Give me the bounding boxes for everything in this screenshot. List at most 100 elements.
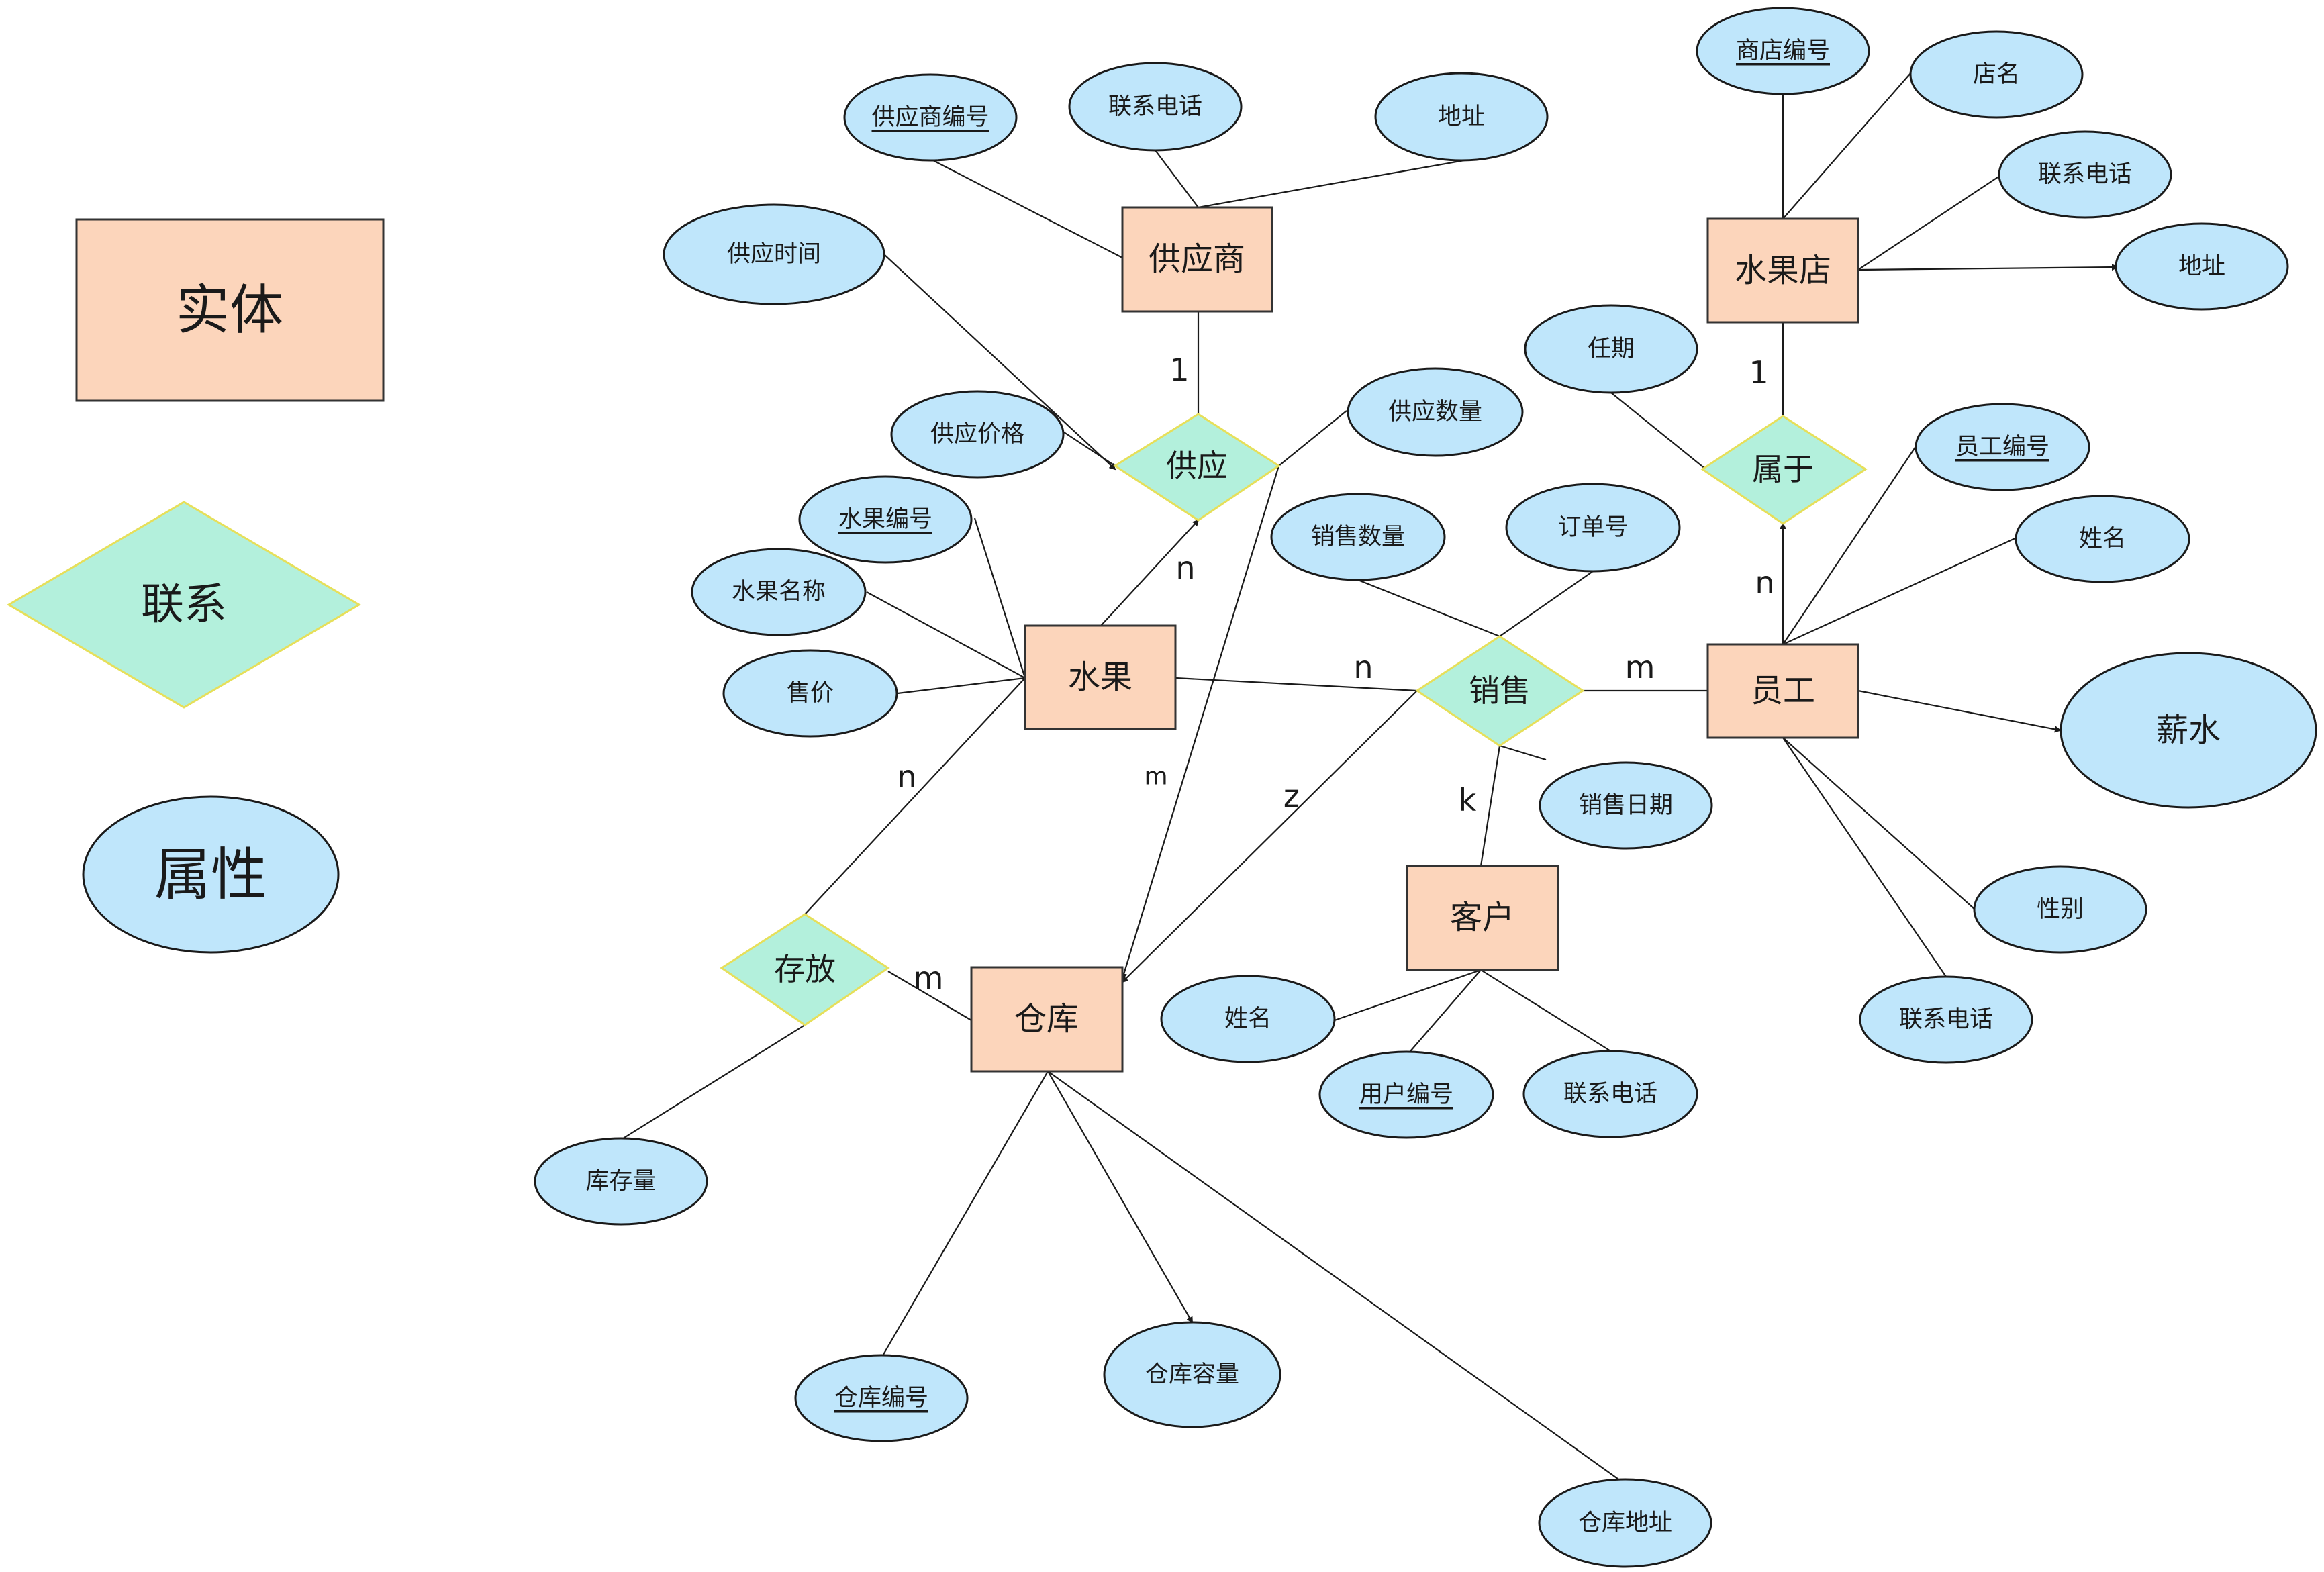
edge-price (897, 677, 1026, 695)
relationships: 供应 属于 销售 存放 (720, 413, 1868, 1026)
legend: 实体 联系 属性 (7, 218, 385, 954)
attr-warehouse-address (1538, 1478, 1712, 1568)
edge-store-warehouse (887, 971, 972, 1021)
edge-shop-address (1857, 264, 2119, 271)
attr-warehouse-id-label: 仓库编号 (834, 1385, 928, 1412)
rel-supply (1113, 413, 1281, 522)
attr-employee-id-label: 员工编号 (1955, 434, 2049, 460)
edge-shop-name (1782, 72, 1912, 219)
card-employee-sell: m (1625, 649, 1655, 685)
attr-supplier-id (843, 73, 1018, 162)
entity-fruit-shop (1706, 217, 1859, 324)
attr-order-id (1505, 483, 1681, 573)
legend-attribute-label: 属性 (154, 842, 267, 907)
edge-term (1610, 392, 1706, 470)
edge-fruit-id (973, 518, 1026, 679)
attr-supplier-phone (1068, 62, 1243, 152)
edge-supply-price (1061, 430, 1116, 466)
attr-employee-phone (1859, 975, 2033, 1064)
attr-salary (2060, 652, 2317, 809)
attr-supply-time (663, 203, 885, 305)
legend-relationship-label: 联系 (141, 580, 227, 630)
edge-order-id (1499, 571, 1594, 637)
card-warehouse-supply: m (1144, 763, 1167, 791)
edge-sale-date (1499, 744, 1547, 761)
attr-salary-label: 薪水 (2156, 711, 2221, 749)
edge-user-id (1406, 969, 1482, 1057)
attr-shop-name (1909, 30, 2084, 119)
attr-customer-name-label: 姓名 (1224, 1005, 1271, 1032)
edge-gender (1782, 737, 1976, 910)
edge-customer-phone (1480, 969, 1612, 1052)
attr-employee-name (2015, 495, 2190, 583)
attr-shop-phone-label: 联系电话 (2038, 161, 2132, 188)
attr-supply-qty (1347, 367, 1524, 457)
attr-sale-date (1539, 761, 1713, 850)
edge-employee-id (1782, 446, 1917, 645)
card-warehouse-sell: z (1284, 778, 1300, 814)
legend-attribute-ellipse (82, 795, 340, 954)
entity-supplier (1121, 206, 1273, 313)
entity-warehouse-label: 仓库 (1014, 1000, 1079, 1038)
edge-supply-qty (1278, 410, 1347, 466)
card-fruit-supply: n (1175, 550, 1195, 586)
entity-customer-label: 客户 (1450, 899, 1514, 936)
edge-warehouse-id (881, 1071, 1049, 1359)
rel-belong (1700, 415, 1868, 525)
edge-fruit-store (804, 677, 1026, 915)
attr-employee-phone-label: 联系电话 (1899, 1006, 1993, 1033)
rel-store-label: 存放 (774, 951, 836, 987)
attr-shop-id (1696, 7, 1870, 95)
edge-employee-name (1782, 536, 2017, 646)
attr-term (1524, 304, 1698, 394)
card-supplier-supply: 1 (1169, 352, 1189, 388)
edge-supplier-phone (1155, 150, 1199, 208)
card-warehouse-store: m (914, 960, 944, 996)
edge-fruit-name (866, 591, 1026, 679)
edge-customer-name (1334, 969, 1482, 1022)
attr-sale-date-label: 销售日期 (1579, 792, 1673, 819)
attr-warehouse-capacity-label: 仓库容量 (1145, 1361, 1239, 1388)
card-customer-sell: k (1459, 782, 1477, 818)
attr-sale-qty-label: 销售数量 (1311, 524, 1405, 550)
attr-stock (534, 1137, 708, 1226)
attr-term-label: 任期 (1588, 336, 1635, 362)
edges (620, 72, 2119, 1485)
attr-fruit-name (691, 548, 867, 636)
attr-supplier-address (1374, 72, 1549, 162)
card-fruit-sell: n (1353, 649, 1373, 685)
attr-employee-id (1915, 403, 2090, 491)
attr-warehouse-address-label: 仓库地址 (1578, 1510, 1672, 1536)
attr-supplier-address-label: 地址 (1438, 103, 1485, 130)
edge-employee-phone (1782, 737, 1947, 977)
attr-fruit-name-label: 水果名称 (732, 579, 826, 605)
attr-supply-qty-label: 供应数量 (1388, 399, 1482, 426)
rel-belong-label: 属于 (1752, 451, 1814, 487)
card-shop-belong: 1 (1749, 354, 1768, 391)
entity-supplier-label: 供应商 (1149, 240, 1245, 278)
entity-fruit (1024, 624, 1177, 730)
rel-store (720, 913, 890, 1026)
card-fruit-store: n (897, 758, 916, 795)
legend-relationship-diamond (7, 501, 361, 709)
entity-warehouse (970, 966, 1124, 1073)
legend-entity-label: 实体 (176, 279, 283, 342)
entities: 供应商 水果店 水果 员工 客户 仓库 (970, 206, 1859, 1073)
attr-customer-phone-label: 联系电话 (1563, 1081, 1657, 1108)
edge-fruit-sell (1175, 677, 1418, 692)
attr-employee-name-label: 姓名 (2079, 526, 2126, 552)
attr-supply-price-label: 供应价格 (930, 421, 1024, 448)
entity-employee-label: 员工 (1751, 672, 1815, 709)
legend-entity-box (75, 218, 385, 402)
edge-sell-customer (1480, 745, 1501, 867)
edge-warehouse-address (1047, 1071, 1626, 1485)
entity-fruit-label: 水果 (1068, 658, 1132, 696)
edge-supplier-address (1198, 159, 1465, 209)
card-employee-belong: n (1755, 564, 1774, 601)
attr-price (722, 649, 898, 738)
attr-gender-label: 性别 (2037, 896, 2084, 923)
attr-shop-phone (1998, 130, 2172, 219)
attributes: 供应商编号 联系电话 地址 供应时间 供应价格 供应数量 商店编号 店名 联系电… (534, 7, 2317, 1568)
attr-warehouse-capacity (1103, 1321, 1281, 1428)
